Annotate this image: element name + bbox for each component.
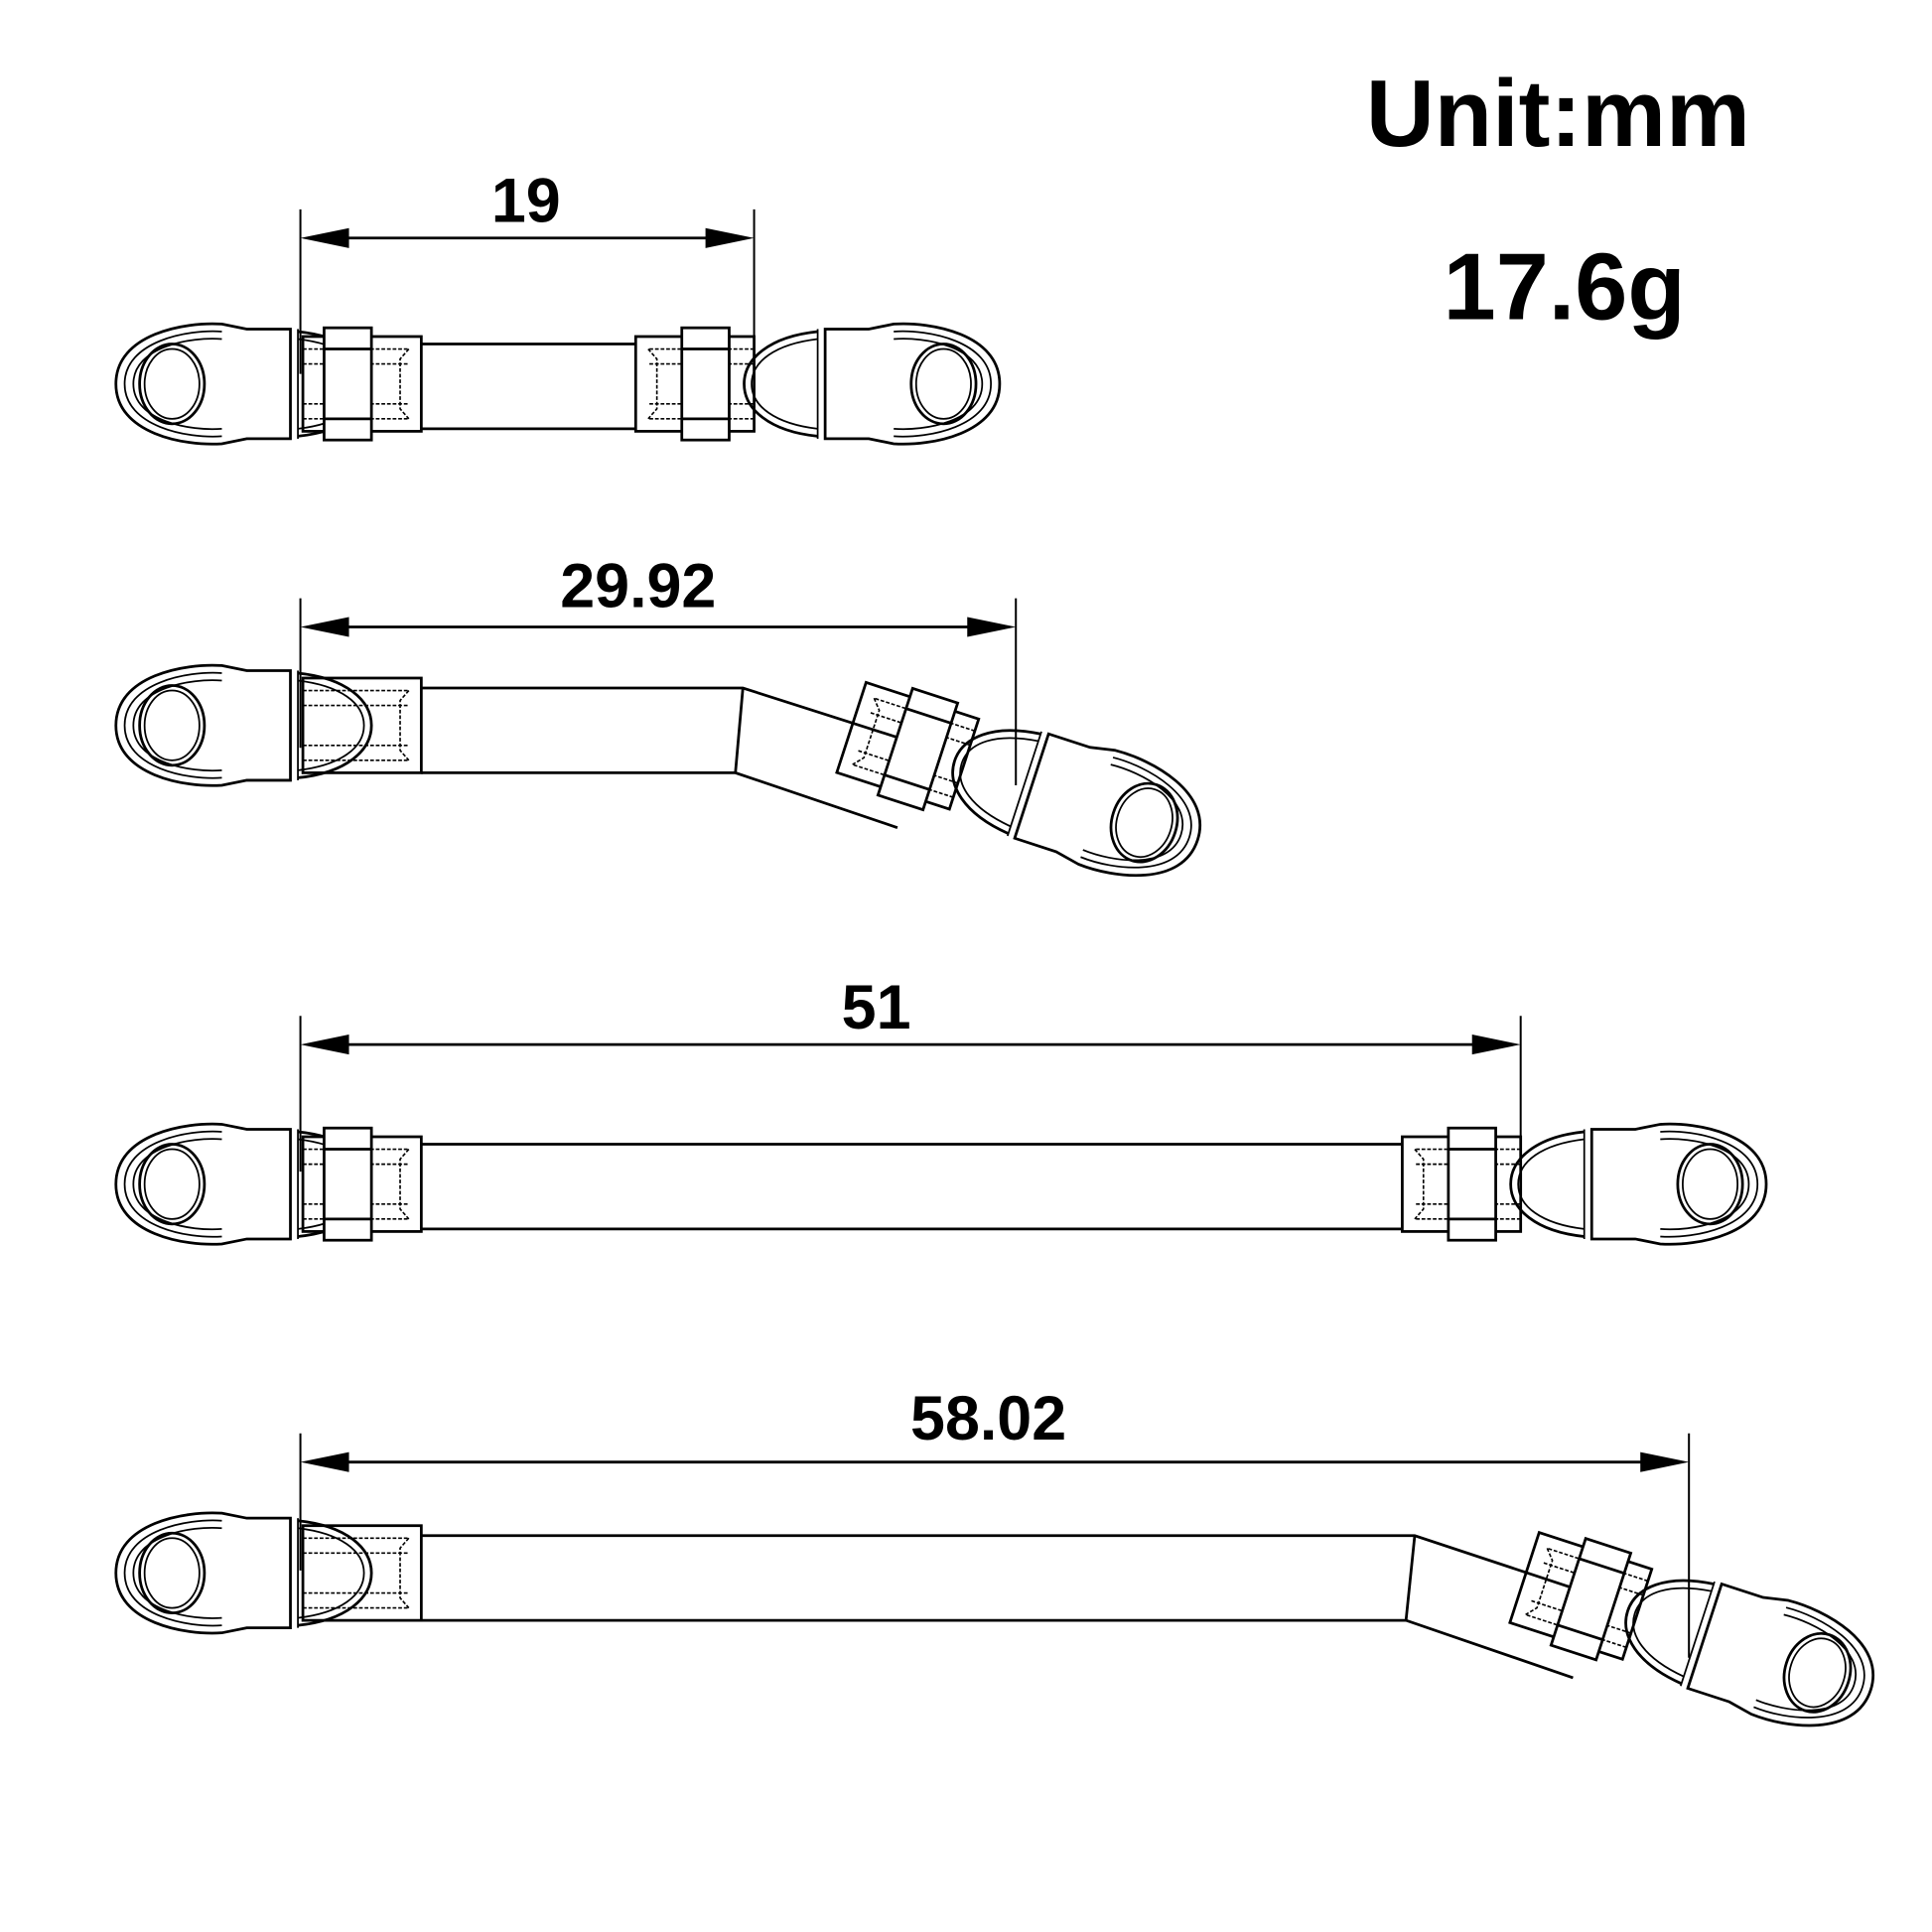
dimension-label-29-92: 29.92 — [560, 551, 716, 621]
linkage-2: 29.92 — [114, 551, 1218, 899]
linkage-1: 19 — [114, 166, 1002, 446]
dimension-label-51: 51 — [842, 973, 911, 1042]
linkage-4: 58.02 — [114, 1384, 1891, 1749]
weight-label: 17.6g — [1444, 234, 1686, 340]
dimension-label-58-02: 58.02 — [910, 1384, 1066, 1453]
dimension-label-19: 19 — [491, 166, 561, 235]
linkage-3: 51 — [114, 973, 1768, 1246]
unit-label: Unit:mm — [1366, 62, 1750, 167]
